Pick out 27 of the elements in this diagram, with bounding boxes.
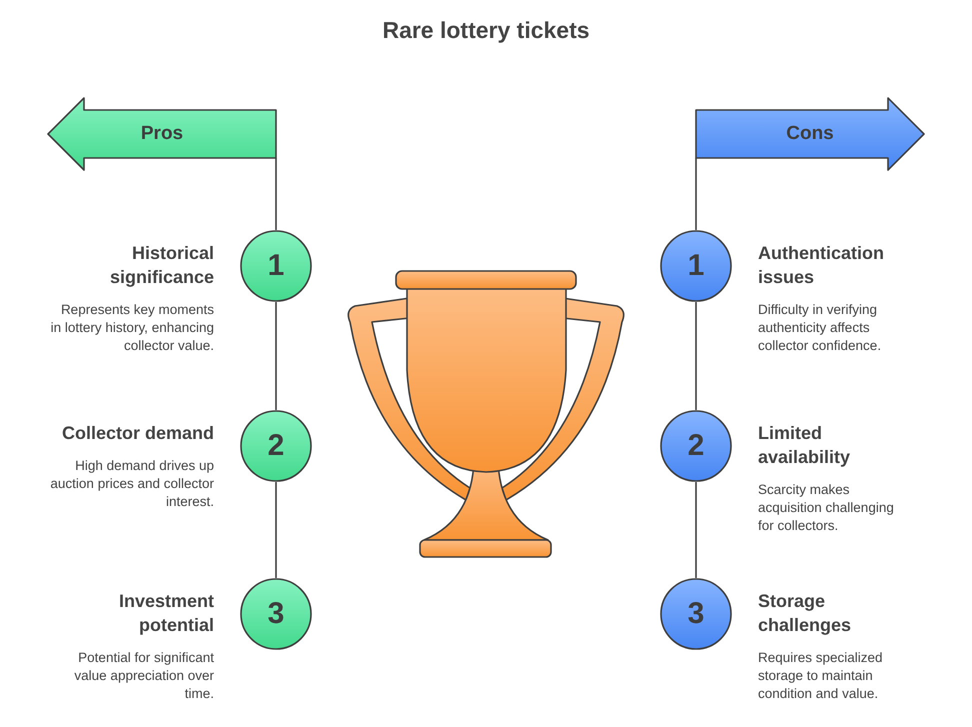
item-heading: Historical significance bbox=[108, 242, 214, 289]
connector-line bbox=[695, 482, 697, 578]
step-number: 3 bbox=[268, 597, 284, 631]
item-description: High demand drives up auction prices and collector interest. bbox=[49, 457, 214, 511]
connector-line bbox=[275, 482, 277, 578]
step-number: 1 bbox=[268, 249, 284, 283]
step-number: 2 bbox=[688, 429, 704, 463]
connector-line bbox=[695, 302, 697, 410]
item-description: Scarcity makes acquisition challenging for collectors. bbox=[758, 481, 895, 535]
item-description: Difficulty in verifying authenticity affects collector confidence. bbox=[758, 301, 882, 355]
item-description: Potential for significant value appreciation over time. bbox=[73, 649, 214, 703]
title: Rare lottery tickets bbox=[381, 17, 591, 44]
item-heading: Investment potential bbox=[118, 590, 214, 637]
step-number: 1 bbox=[688, 249, 704, 283]
connector-line bbox=[275, 158, 277, 230]
item-description: Requires specialized storage to maintain condition and value. bbox=[758, 649, 884, 703]
connector-line bbox=[695, 158, 697, 230]
banner-label: Cons bbox=[786, 123, 834, 145]
step-number: 3 bbox=[688, 597, 704, 631]
connector-line bbox=[275, 302, 277, 410]
item-heading: Authentication issues bbox=[758, 242, 885, 289]
item-heading: Collector demand bbox=[60, 422, 214, 445]
item-heading: Limited availability bbox=[758, 422, 852, 469]
step-number: 2 bbox=[268, 429, 284, 463]
item-description: Represents key moments in lottery history, enhancing collector value. bbox=[50, 301, 214, 355]
item-heading: Storage challenges bbox=[758, 590, 852, 637]
banner-label: Pros bbox=[140, 123, 184, 145]
